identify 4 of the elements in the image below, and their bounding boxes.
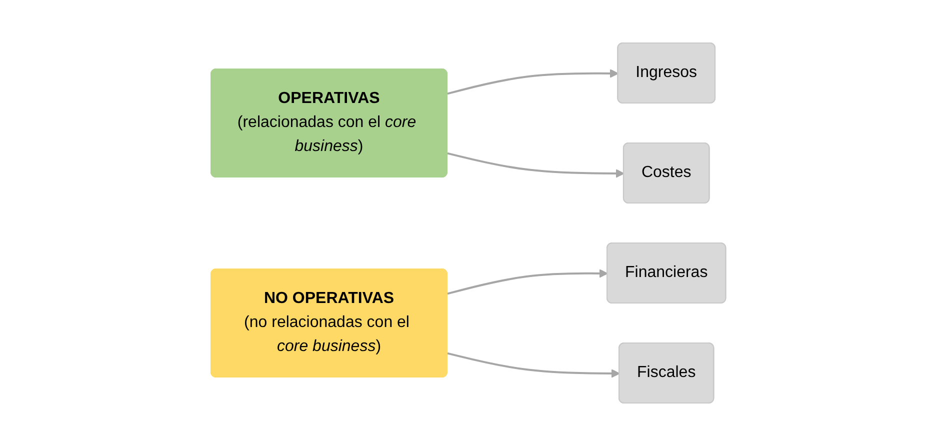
arrow xyxy=(447,268,608,294)
arrow xyxy=(447,352,620,378)
arrow xyxy=(447,152,624,178)
arrow xyxy=(447,68,619,94)
